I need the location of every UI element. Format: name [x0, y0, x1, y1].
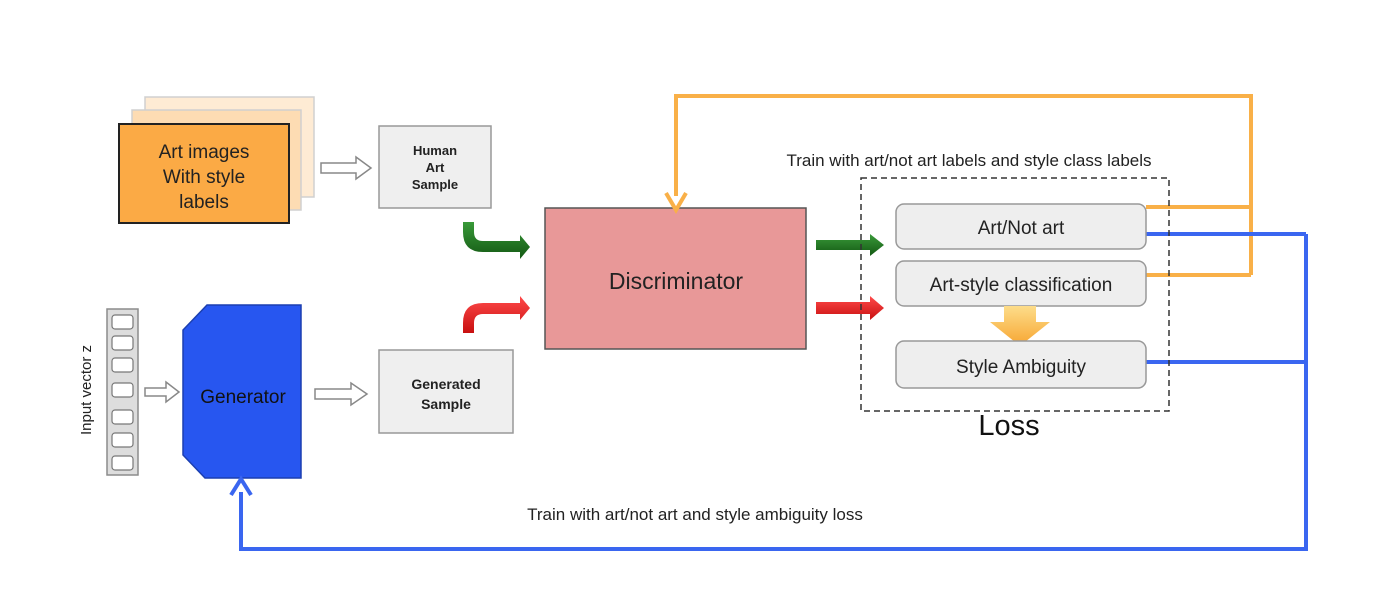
orange-feedback-line	[674, 94, 1253, 277]
blue-feedback-arrowhead	[229, 475, 253, 497]
top-caption: Train with art/not art labels and style …	[786, 151, 1151, 170]
generator-box: Generator	[182, 304, 302, 479]
input-vector-cell	[111, 314, 134, 330]
input-vector-cell	[111, 382, 134, 398]
input-vector-cell	[111, 357, 134, 373]
input-vector-cell	[111, 409, 134, 425]
down-arrow	[990, 306, 1050, 346]
input-vector-z	[106, 308, 139, 476]
input-vector-label: Input vector z	[78, 345, 95, 435]
green-output-arrow	[816, 234, 884, 256]
human-art-sample-line3: Sample	[412, 177, 458, 192]
loss-region	[860, 177, 1170, 412]
human-art-sample-line1: Human	[413, 143, 457, 158]
loss-label: Loss	[978, 410, 1039, 442]
input-vector-cell	[111, 455, 134, 471]
hollow-arrow-to-generator	[144, 380, 181, 404]
human-art-sample-line2: Art	[426, 160, 445, 175]
human-art-sample-box: Human Art Sample	[378, 125, 492, 209]
art-images-label-line2: With style	[163, 167, 245, 188]
loss-item-art-not-art-label: Art/Not art	[978, 218, 1065, 239]
art-images-stack: Art images With style labels	[118, 96, 315, 224]
red-fake-arrow	[463, 296, 530, 333]
generated-sample-line2: Sample	[421, 396, 471, 412]
input-vector-cell	[111, 432, 134, 448]
generated-sample-line1: Generated	[411, 376, 480, 392]
discriminator-box: Discriminator	[544, 207, 807, 350]
loss-item-style-ambiguity: Style Ambiguity	[895, 340, 1147, 389]
green-real-arrow	[463, 222, 530, 259]
input-vector-cell	[111, 335, 134, 351]
orange-feedback-arrowhead	[664, 191, 688, 214]
loss-item-art-not-art: Art/Not art	[895, 203, 1147, 250]
art-images-label-line3: labels	[179, 192, 229, 213]
bottom-caption: Train with art/not art and style ambigui…	[527, 505, 863, 524]
blue-feedback-line	[239, 232, 1308, 551]
loss-item-art-style-classification-label: Art-style classification	[930, 275, 1113, 296]
loss-item-style-ambiguity-label: Style Ambiguity	[956, 357, 1086, 378]
hollow-arrow-to-generated-sample	[314, 381, 369, 407]
generator-label: Generator	[200, 387, 286, 408]
generated-sample-box: Generated Sample	[378, 349, 514, 434]
red-output-arrow	[816, 296, 884, 320]
loss-item-art-style-classification: Art-style classification	[895, 260, 1147, 307]
art-images-label-line1: Art images	[159, 142, 250, 163]
discriminator-label: Discriminator	[609, 268, 744, 294]
hollow-arrow-to-human-sample	[320, 155, 373, 181]
art-images-card-front	[118, 123, 290, 224]
